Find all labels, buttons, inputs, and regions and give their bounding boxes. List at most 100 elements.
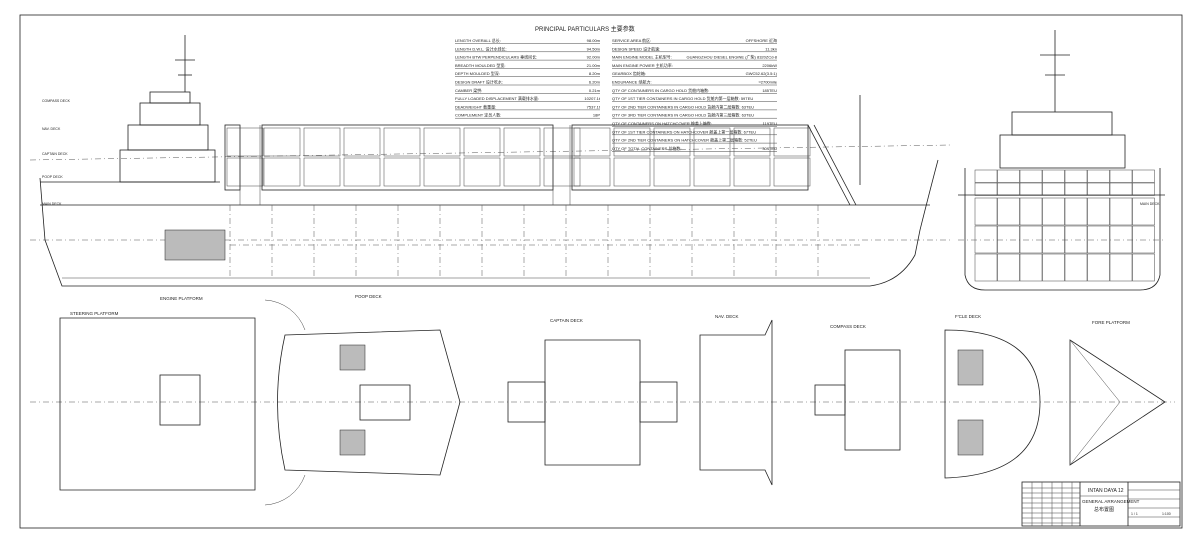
container-bay	[343, 157, 381, 187]
container-bay	[463, 127, 501, 157]
container-bay	[383, 127, 421, 157]
container-bay	[543, 127, 581, 157]
hull-outline	[39, 159, 939, 287]
drawing-title-cn: 总布置图	[1094, 506, 1114, 513]
container-bay	[733, 157, 771, 187]
plan-title: F'CLE DECK	[955, 314, 981, 319]
container-bay	[463, 157, 501, 187]
container-bay	[613, 127, 651, 157]
particular-label: DEPTH MOULDED 型深:	[455, 70, 500, 76]
particular-value: 21.00m	[587, 63, 601, 68]
particular-value: 304TEU	[762, 146, 777, 151]
particular-label: ENDURANCE 续航力:	[612, 79, 652, 85]
container-bay	[613, 157, 651, 187]
particular-label: QTY OF 2ND TIER CONTAINERS ON HATCHCOVER…	[612, 137, 757, 143]
profile-deck-label: NAV. DECK	[42, 127, 61, 131]
midship-section-view: MAIN DECK	[958, 30, 1165, 291]
container-bay	[653, 127, 691, 157]
container-bay	[343, 127, 381, 157]
particular-value: 10207.1t	[584, 96, 600, 101]
particular-label: LENGTH D.W.L. 设计水线长:	[455, 45, 507, 51]
profile-deck-label: POOP DECK	[42, 175, 63, 179]
particular-label: LENGTH OVERALL 总长:	[455, 37, 501, 43]
particular-value: GUANGZHOU DIESEL ENGINE (广柴) 8320ZCd-8	[686, 54, 777, 60]
captain-deck-plan	[544, 339, 641, 466]
particular-label: QTY OF CONTAINERS IN CARGO HOLD 货舱内箱数:	[612, 87, 709, 93]
plan-title: CAPTAIN DECK	[550, 318, 583, 323]
container-bay	[303, 157, 341, 187]
container-bay	[573, 127, 611, 157]
container-bay	[503, 127, 541, 157]
particular-label: DESIGN DRAFT 设计吃水:	[455, 79, 503, 85]
ship-name: INTAN DAYA 12	[1088, 488, 1124, 494]
container-bay	[543, 157, 581, 187]
particular-label: QTY OF 3RD TIER CONTAINERS IN CARGO HOLD…	[612, 112, 754, 118]
particular-label: DESIGN SPEED 设计航速:	[612, 45, 660, 51]
particulars-title: PRINCIPAL PARTICULARS 主要参数	[535, 25, 635, 33]
particular-label: FULLY LOADED DISPLACEMENT 满载排水量:	[455, 95, 539, 101]
container-bay	[226, 127, 264, 157]
profile-deck-label: MAIN DECK	[42, 202, 62, 206]
container-bay	[733, 127, 771, 157]
scale: 1:100	[1162, 512, 1171, 516]
particular-label: MAIN ENGINE POWER 主机功率:	[612, 62, 673, 68]
container-bay	[773, 157, 811, 187]
plan-title: COMPASS DECK	[830, 324, 866, 329]
particular-value: 18P	[593, 113, 600, 118]
particular-value: 6.20m	[589, 80, 601, 85]
title-block: INTAN DAYA 12 GENERAL ARRANGEMENT 总布置图 1…	[1021, 481, 1181, 527]
particular-value: 11.3kn	[765, 46, 777, 51]
plan-title: STEERING PLATFORM	[70, 311, 119, 316]
particular-value: 119TEU	[763, 121, 777, 126]
plan-title: NAV. DECK	[715, 314, 739, 319]
container-bay	[383, 157, 421, 187]
particular-label: SERVICE AREA 航区:	[612, 37, 651, 43]
container-bay	[263, 157, 301, 187]
compass-deck-plan	[844, 349, 901, 451]
particular-value: 185TEU	[762, 88, 777, 93]
plan-title: ENGINE PLATFORM	[160, 296, 203, 301]
steering-engine-platform-plan	[59, 317, 256, 491]
fcle-deck-plan	[944, 329, 1041, 479]
particular-label: QTY OF CONTAINERS ON HATCHCOVER 舱盖上箱数:	[612, 120, 712, 126]
container-bay	[423, 127, 461, 157]
particular-value: OFFSHORE 近海	[746, 37, 777, 43]
profile-deck-label: COMPASS DECK	[42, 99, 71, 103]
main-engine	[164, 229, 226, 261]
particular-label: DEADWEIGHT 载重量:	[455, 103, 496, 109]
sheet-number: 1 / 1	[1131, 512, 1138, 516]
container-bay	[653, 157, 691, 187]
container-bay	[263, 127, 301, 157]
container-bay	[503, 157, 541, 187]
drawing-frame	[19, 14, 1183, 529]
particular-value: 94.50m	[587, 46, 601, 51]
nav-deck-plan	[699, 319, 773, 486]
container-bay	[423, 157, 461, 187]
plan-title: POOP DECK	[355, 294, 382, 299]
particular-label: QTY OF 2ND TIER CONTAINERS IN CARGO HOLD…	[612, 103, 754, 109]
plan-title: FORE PLATFORM	[1092, 320, 1130, 325]
particular-label: CAMBER 梁拱:	[455, 87, 482, 93]
particular-value: 0.21m	[589, 88, 601, 93]
container-bay	[573, 157, 611, 187]
particular-label: QTY OF TOTAL CONTAINERS 总箱数:	[612, 145, 682, 151]
particular-value: ≈2700mile	[759, 80, 778, 85]
fore-platform-plan	[1069, 339, 1166, 466]
deck-plans: STEERING PLATFORM ENGINE PLATFORM POOP DEC…	[30, 294, 1175, 506]
particular-value: 2206kW	[762, 63, 777, 68]
particular-label: QTY OF 1ST TIER CONTAINERS IN CARGO HOLD…	[612, 95, 753, 101]
particular-label: BREADTH MOULDED 型宽:	[455, 62, 505, 68]
particular-value: 92.00m	[587, 55, 601, 60]
profile-view: COMPASS DECK NAV. DECK CAPTAIN DECK POOP DE…	[29, 35, 951, 287]
container-bay	[773, 127, 811, 157]
container-bay	[303, 127, 341, 157]
principal-particulars-table: PRINCIPAL PARTICULARS 主要参数 LENGTH OVERAL…	[455, 25, 778, 152]
particular-value: 8.20m	[589, 71, 601, 76]
container-bay	[693, 157, 731, 187]
particular-label: QTY OF 1ST TIER CONTAINERS ON HATCHCOVER…	[612, 128, 756, 134]
particular-label: GEARBOX 齿轮箱:	[612, 70, 646, 76]
poop-deck-plan	[277, 329, 461, 476]
particular-label: COMPLEMENT 定员人数:	[455, 112, 501, 118]
profile-deck-label: CAPTAIN DECK	[42, 152, 68, 156]
